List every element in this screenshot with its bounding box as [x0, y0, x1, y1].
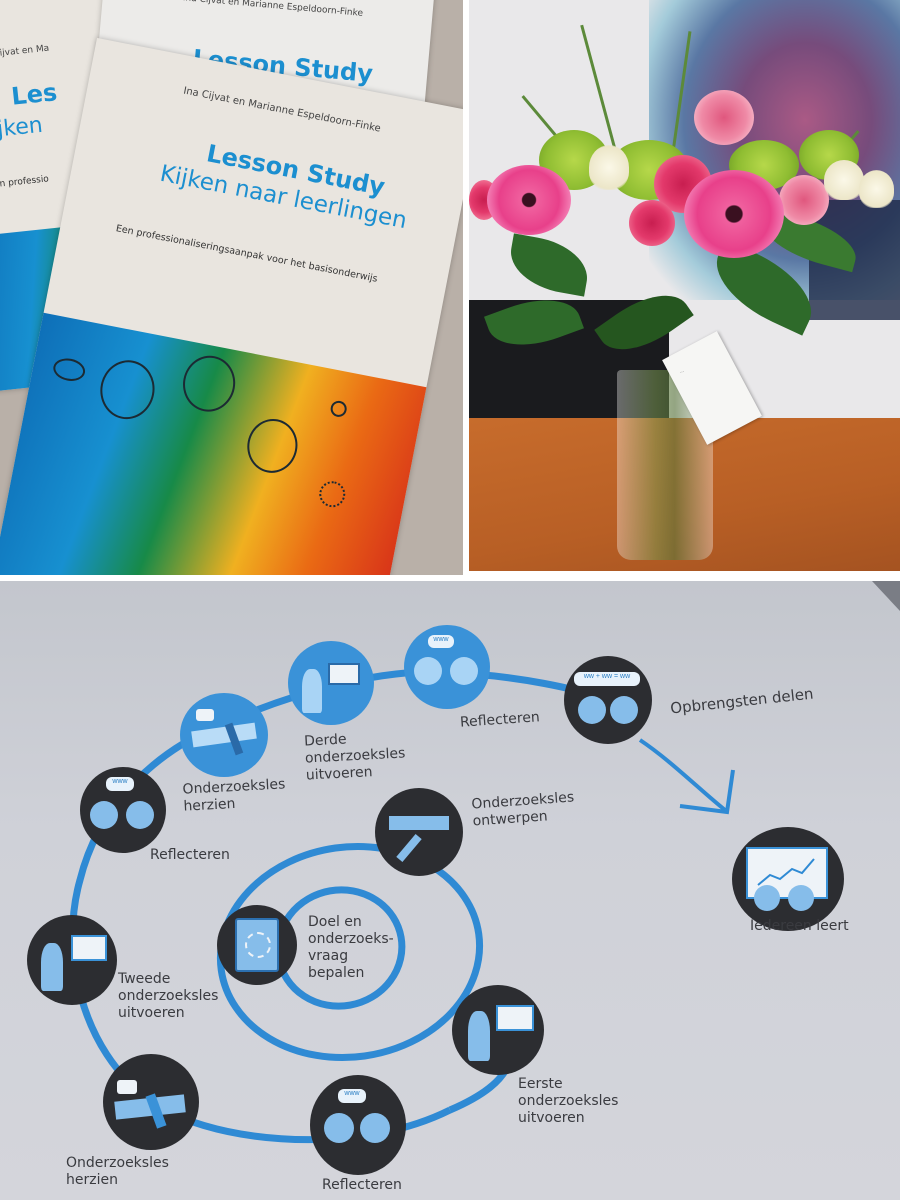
label-reflecteren-left: Reflecteren: [150, 847, 230, 863]
share-icon: [329, 399, 349, 419]
label-ontwerpen: Onderzoeksles ontwerpen: [470, 789, 575, 830]
books-photo: Ina Cijvat en Ma Les Kijken Een professi…: [0, 0, 463, 575]
node-opbrengsten-delen[interactable]: ww + ww = ww: [564, 656, 652, 744]
book-authors: Ina Cijvat en Marianne Espeldoorn-Finke: [182, 0, 364, 19]
ruler-pencil-icon: [389, 816, 449, 830]
label-eerste: Eerste onderzoeksles uitvoeren: [518, 1076, 619, 1126]
lisianthus: [859, 170, 894, 208]
teacher-board-icon: [302, 669, 322, 713]
label-herzien-bottom: Onderzoeksles herzien: [66, 1155, 169, 1188]
atom-icon: [51, 355, 87, 384]
book-compass-icon: [235, 918, 279, 972]
node-onderzoeksles-herzien-top[interactable]: [180, 693, 268, 777]
label-iedereen-leert: Iedereen leert: [750, 918, 849, 934]
label-doel: Doel en onderzoeks- vraag bepalen: [308, 914, 394, 981]
label-reflecteren-bottom: Reflecteren: [322, 1177, 402, 1193]
book-authors: Ina Cijvat en Ma: [0, 43, 50, 62]
teacher-board-icon: [468, 1011, 490, 1061]
node-tweede-onderzoeksles[interactable]: [27, 915, 117, 1005]
rose-peach: [779, 175, 829, 225]
lisianthus: [589, 145, 629, 190]
ruler-pencil-note-icon: [191, 722, 257, 748]
leaf: [505, 233, 593, 297]
speech-bubble: www: [106, 777, 134, 791]
book-tagline: Een professio: [0, 174, 50, 191]
speech-bubble: www: [428, 635, 454, 648]
node-reflecteren-bottom[interactable]: www: [310, 1075, 406, 1175]
node-onderzoeksles-herzien-bottom[interactable]: [103, 1054, 199, 1150]
card-text: ...: [678, 367, 685, 375]
person-line-drawing: [242, 414, 303, 478]
node-eerste-onderzoeksles[interactable]: [452, 985, 544, 1075]
person-line-drawing: [95, 355, 160, 424]
book-tagline: Een professionaliseringsaanpak voor het …: [114, 223, 379, 285]
label-derde: Derde onderzoeksles uitvoeren: [303, 731, 406, 784]
speech-bubble: ww + ww = ww: [574, 672, 640, 686]
two-faces-speech-icon: [414, 657, 442, 685]
teacher-board-icon: [41, 943, 63, 991]
rose-light-pink: [694, 90, 754, 145]
speech-bubble: www: [338, 1089, 366, 1103]
book-subtitle: Kijken: [0, 112, 44, 145]
two-faces-speech-icon: [90, 801, 118, 829]
node-reflecteren-left[interactable]: www: [80, 767, 166, 853]
flowers-photo: ...: [469, 0, 900, 571]
book-title: Les: [9, 78, 59, 111]
label-tweede: Tweede onderzoeksles uitvoeren: [118, 971, 219, 1021]
book-cover-art: [0, 312, 427, 575]
lisianthus: [824, 160, 864, 200]
two-faces-conversation-icon: [578, 696, 606, 724]
lesson-study-diagram-photo: Doel en onderzoeks- vraag bepalen Onderz…: [0, 581, 900, 1200]
lightbulb-icon: [317, 478, 348, 510]
gerbera-pink: [487, 165, 571, 235]
person-line-drawing: [178, 351, 240, 417]
label-herzien-top: Onderzoeksles herzien: [182, 776, 286, 815]
node-reflecteren-top[interactable]: www: [404, 625, 490, 709]
rose: [629, 200, 675, 246]
gerbera-pink: [684, 170, 784, 258]
two-faces-speech-icon: [324, 1113, 354, 1143]
node-derde-onderzoeksles[interactable]: [288, 641, 374, 725]
node-iedereen-leert[interactable]: [732, 827, 844, 931]
book-authors: Ina Cijvat en Marianne Espeldoorn-Finke: [182, 85, 382, 135]
node-doel-bepalen[interactable]: [217, 905, 297, 985]
node-onderzoeksles-ontwerpen[interactable]: [375, 788, 463, 876]
